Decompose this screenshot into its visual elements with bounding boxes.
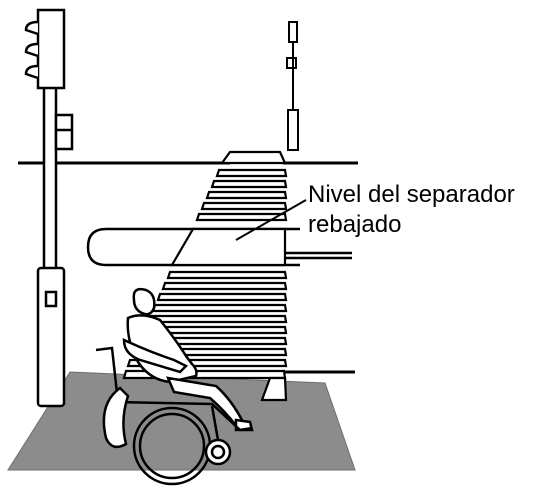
median-level-label-line-2: rebajado	[308, 211, 402, 238]
pedestrian-signal-icon	[286, 21, 299, 151]
wheelchair-user-icon	[95, 287, 254, 486]
median-level-label-line-1: Nivel del separador	[308, 181, 515, 208]
traffic-light-icon	[24, 8, 74, 274]
callout-leader-line	[235, 199, 307, 241]
pedestrian-button-post-icon	[36, 266, 66, 408]
median-level-label: Nivel del separador rebajado	[308, 180, 556, 240]
